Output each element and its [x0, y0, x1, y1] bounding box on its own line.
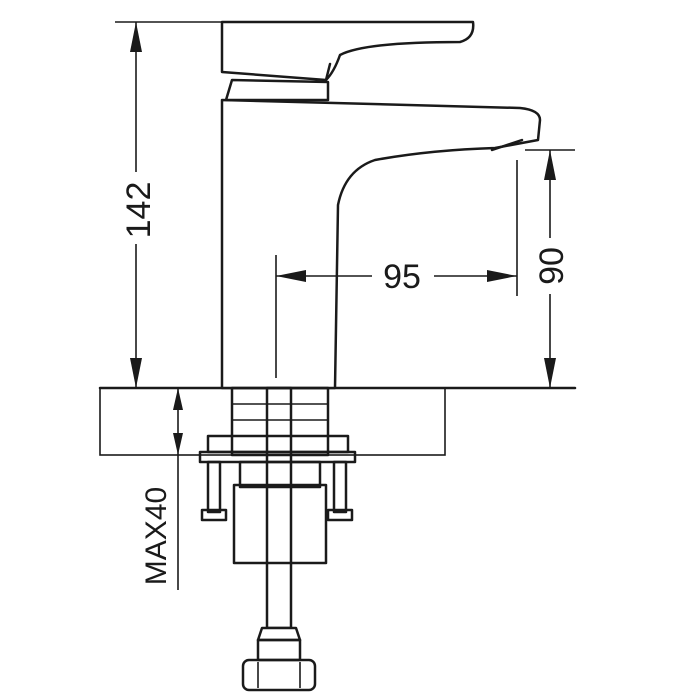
dimension-height-total: 142	[115, 21, 222, 388]
dimension-max-deck: MAX40	[140, 388, 183, 590]
dimension-spout-height: 90	[525, 149, 575, 388]
dimension-spout-reach: 95	[275, 160, 518, 378]
max-deck-label: MAX40	[140, 487, 173, 585]
countertop-section	[98, 386, 577, 456]
spout-height-label: 90	[533, 247, 571, 285]
spout-reach-label: 95	[383, 258, 421, 296]
mounting-assembly	[198, 386, 357, 692]
lever-handle	[220, 20, 475, 82]
height-total-label: 142	[120, 182, 158, 239]
faucet-body	[220, 78, 542, 390]
